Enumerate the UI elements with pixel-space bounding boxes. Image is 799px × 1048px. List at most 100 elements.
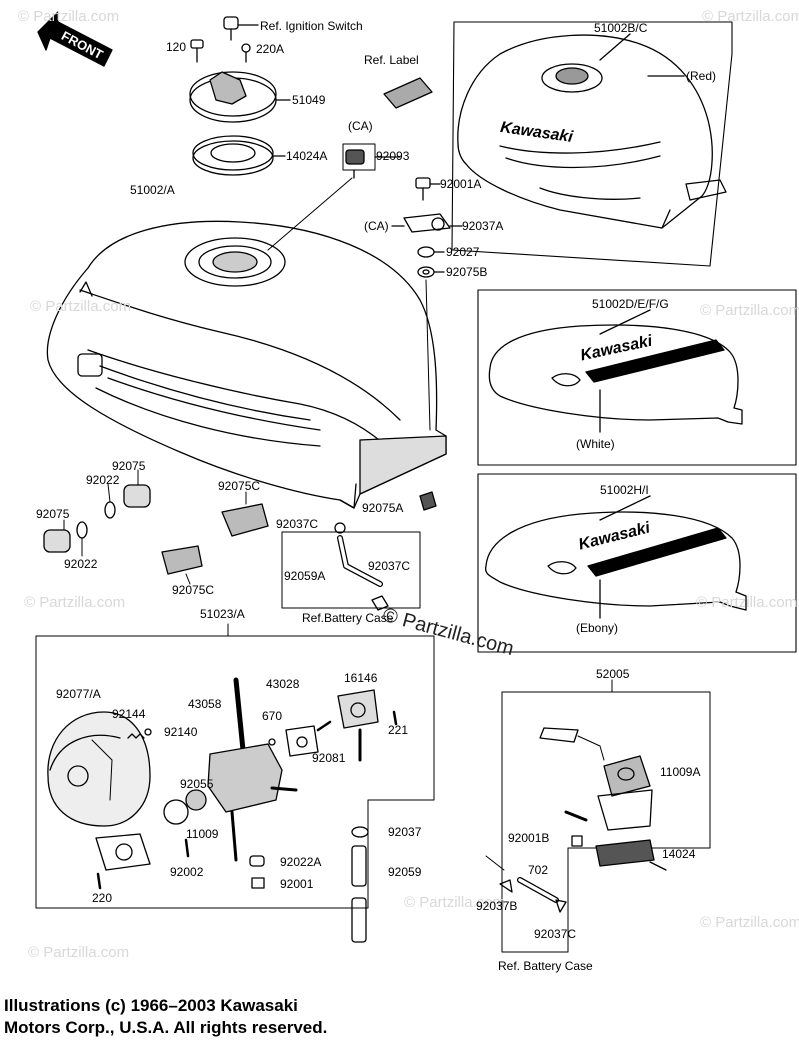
label-92022-b: 92022: [64, 557, 98, 571]
label-92075-b: 92075: [36, 507, 70, 521]
damper-92075-icon: [43, 529, 71, 553]
label-702: 702: [528, 863, 549, 877]
label-220A: 220A: [256, 42, 285, 56]
label-92059A: 92059A: [284, 569, 326, 583]
ball-92140-icon: [144, 728, 152, 736]
valve-body-icon: [207, 677, 298, 862]
label-white: (White): [576, 437, 615, 451]
spring-92144-icon: [127, 733, 145, 739]
label-52005: 52005: [596, 667, 630, 681]
label-11009: 11009: [186, 827, 219, 841]
damper-92075B-icon: [417, 266, 445, 278]
watermark: © Partzilla.com: [696, 594, 798, 611]
label-11009A: 11009A: [660, 765, 701, 779]
label-14024A: 14024A: [286, 149, 328, 163]
label-ref-battery-case-1: Ref.Battery Case: [302, 611, 394, 625]
bolt-92001A-icon: [415, 177, 441, 201]
label-92002: 92002: [170, 865, 204, 879]
cover-16146-icon: [337, 689, 379, 762]
label-16146: 16146: [344, 671, 378, 685]
fuel-tank-51002A-icon: [46, 220, 447, 509]
hose-92059-icon: [351, 845, 367, 943]
label-92001B: 92001B: [508, 831, 550, 845]
fuel-pump-52005-box: [501, 679, 711, 953]
screw-92002-icon: [184, 838, 190, 858]
label-92037C-a: 92037C: [276, 517, 319, 531]
oring-670-icon: [268, 738, 276, 746]
label-670: 670: [262, 709, 283, 723]
copyright-line-1: Illustrations (c) 1966–2003 Kawasaki: [4, 996, 298, 1015]
label-92075-a: 92075: [112, 459, 146, 473]
damper-92075A-icon: [419, 491, 437, 511]
gasket-14024A-icon: [192, 135, 286, 176]
plate-220-icon: [95, 833, 151, 871]
label-92075A: 92075A: [362, 501, 404, 515]
label-220: 220: [92, 891, 113, 905]
watermark: © Partzilla.com: [18, 8, 120, 25]
nut-92022A-icon: [249, 855, 265, 867]
label-92059: 92059: [388, 865, 422, 879]
tank-51002HI-box: [477, 473, 797, 653]
watermark: © Partzilla.com: [30, 298, 132, 315]
label-92081: 92081: [312, 751, 346, 765]
label-51002HI: 51002H/I: [600, 483, 649, 497]
ref-label-icon: [383, 77, 433, 109]
label-51002A: 51002/A: [130, 183, 175, 197]
lever-cover-92077A-icon: [47, 711, 151, 827]
label-92075C-b: 92075C: [172, 583, 215, 597]
label-51002DEFG: 51002D/E/F/G: [592, 297, 669, 311]
label-92055: 92055: [180, 777, 214, 791]
label-ref-battery-case-2: Ref. Battery Case: [498, 959, 593, 973]
label-92077A: 92077/A: [56, 687, 101, 701]
watermark: © Partzilla.com: [404, 894, 506, 911]
fuel-cock-51023A-box: [35, 623, 435, 909]
label-43028: 43028: [266, 677, 300, 691]
label-92093: 92093: [376, 149, 410, 163]
bracket-92075C-icon: [221, 503, 269, 537]
tank-51002BC-box: [451, 21, 733, 267]
label-92037C-b: 92037C: [368, 559, 411, 573]
front-arrow-icon: [37, 11, 113, 67]
clamp-92037A-icon: [391, 213, 463, 233]
label-92075B: 92075B: [446, 265, 488, 279]
label-92001A: 92001A: [440, 177, 482, 191]
screw-92081-icon: [316, 720, 332, 732]
label-51002BC: 51002B/C: [594, 21, 648, 35]
copyright-line-2: Motors Corp., U.S.A. All rights reserved…: [4, 1018, 328, 1037]
watermark: © Partzilla.com: [28, 944, 130, 961]
oring-92055-icon: [163, 799, 189, 825]
pump-11009A-icon: [564, 755, 653, 831]
pad-14024-icon: [595, 839, 667, 871]
label-92037A: 92037A: [462, 219, 504, 233]
label-red: (Red): [686, 69, 717, 83]
label-221: 221: [388, 723, 409, 737]
ignition-bolt-icon: [223, 16, 259, 41]
label-51049: 51049: [292, 93, 326, 107]
watermark: © Partzilla.com: [24, 594, 126, 611]
label-ca-2: (CA): [364, 219, 389, 233]
label-43058: 43058: [188, 697, 222, 711]
damper-92075-b-icon: [123, 484, 151, 508]
label-ca-1: (CA): [348, 119, 373, 133]
cap-51049-icon: [189, 71, 291, 123]
label-92001: 92001: [280, 877, 314, 891]
label-ref-label: Ref. Label: [364, 53, 419, 67]
label-120: 120: [166, 40, 187, 54]
label-92027: 92027: [446, 245, 480, 259]
label-92037B: 92037B: [476, 899, 518, 913]
bracket-92075C-b-icon: [161, 545, 203, 575]
washer-92022-icon: [76, 521, 88, 539]
label-ref-ignition-switch: Ref. Ignition Switch: [260, 19, 363, 33]
watermark: © Partzilla.com: [700, 914, 799, 931]
screw-220A-icon: [241, 43, 251, 63]
grommet-92093-icon: [342, 143, 401, 179]
tank-51002DEFG-box: [477, 289, 797, 466]
washer-92027-icon: [417, 246, 445, 258]
screw-120-icon: [190, 39, 204, 63]
gasket-43028-icon: [285, 725, 319, 757]
screw-220-icon: [96, 872, 102, 890]
label-92022A: 92022A: [280, 855, 322, 869]
label-92037: 92037: [388, 825, 422, 839]
label-92037C-c: 92037C: [534, 927, 577, 941]
watermark: © Partzilla.com: [702, 8, 799, 25]
